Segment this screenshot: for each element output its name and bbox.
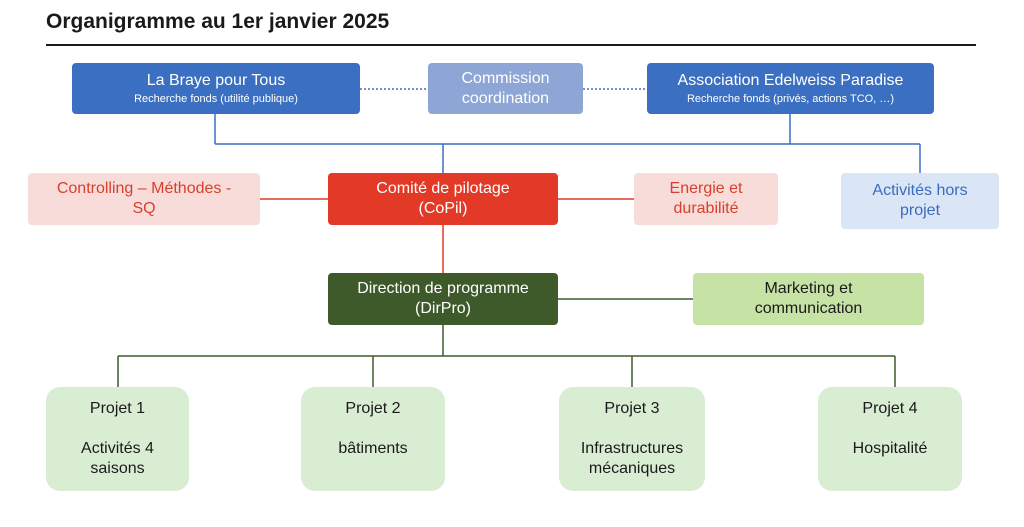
- node-activites-label: Activités hors projet: [872, 182, 968, 219]
- node-projet-4: Projet 4 Hospitalité: [818, 387, 962, 491]
- node-dirpro: Direction de programme (DirPro): [328, 273, 558, 325]
- node-controlling-label: Controlling – Méthodes - SQ: [56, 180, 232, 217]
- projet-3-desc: Infrastructures mécaniques: [580, 440, 684, 477]
- node-la-braye-title: La Braye pour Tous: [146, 71, 286, 89]
- page-title: Organigramme au 1er janvier 2025: [46, 10, 390, 33]
- node-commission-title: Commission coordination: [461, 69, 550, 107]
- title-divider: [46, 44, 976, 46]
- projet-2-name: Projet 2: [345, 400, 401, 417]
- projet-2-desc: bâtiments: [338, 440, 408, 457]
- node-edelweiss-subtitle: Recherche fonds (privés, actions TCO, …): [686, 92, 895, 105]
- node-marketing: Marketing et communication: [693, 273, 924, 325]
- node-activites-hors-projet: Activités hors projet: [841, 173, 999, 229]
- node-copil: Comité de pilotage (CoPil): [328, 173, 558, 225]
- node-copil-title: Comité de pilotage: [376, 180, 510, 197]
- node-projet-2: Projet 2 bâtiments: [301, 387, 445, 491]
- node-la-braye: La Braye pour Tous Recherche fonds (util…: [72, 63, 360, 114]
- node-energie-label: Energie et durabilité: [669, 180, 743, 217]
- node-edelweiss: Association Edelweiss Paradise Recherche…: [647, 63, 934, 114]
- node-projet-1: Projet 1 Activités 4 saisons: [46, 387, 189, 491]
- node-energie: Energie et durabilité: [634, 173, 778, 225]
- node-dirpro-title: Direction de programme: [357, 280, 529, 297]
- node-la-braye-subtitle: Recherche fonds (utilité publique): [134, 92, 298, 105]
- node-marketing-label: Marketing et communication: [754, 280, 863, 317]
- node-commission-coordination: Commission coordination: [428, 63, 583, 114]
- node-controlling: Controlling – Méthodes - SQ: [28, 173, 260, 225]
- node-copil-abbr: (CoPil): [418, 200, 468, 217]
- projet-4-name: Projet 4: [862, 400, 918, 417]
- projet-3-name: Projet 3: [604, 400, 660, 417]
- projet-1-desc: Activités 4 saisons: [81, 440, 154, 477]
- node-dirpro-abbr: (DirPro): [415, 300, 471, 317]
- projet-4-desc: Hospitalité: [852, 440, 928, 457]
- projet-1-name: Projet 1: [89, 400, 146, 417]
- node-edelweiss-title: Association Edelweiss Paradise: [677, 71, 904, 89]
- node-projet-3: Projet 3 Infrastructures mécaniques: [559, 387, 705, 491]
